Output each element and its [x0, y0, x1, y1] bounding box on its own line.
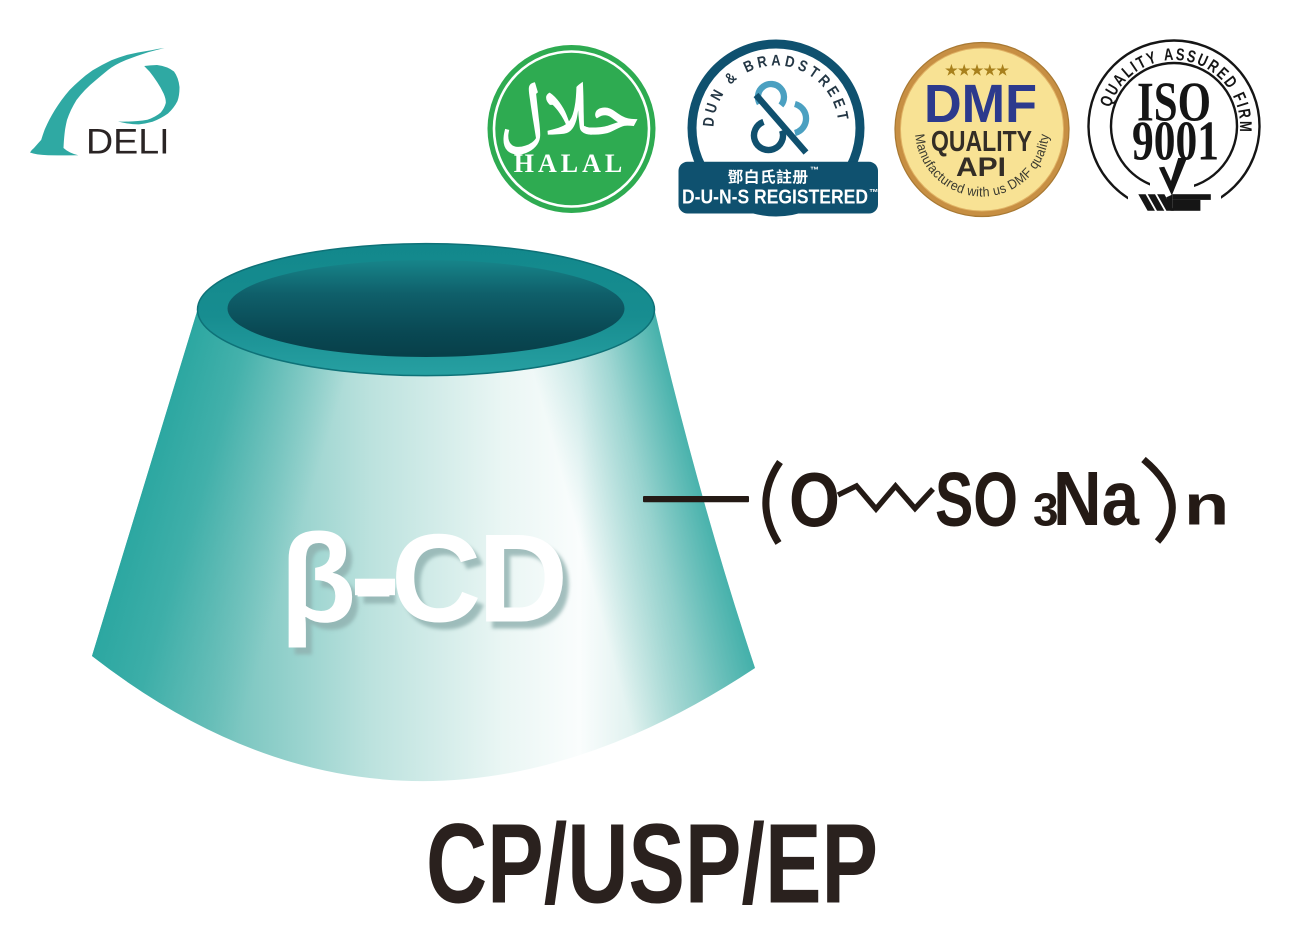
svg-text:SO: SO: [935, 457, 1018, 543]
svg-text:M: M: [1235, 121, 1254, 132]
svg-text:β-CD: β-CD: [280, 510, 572, 649]
svg-text:D: D: [700, 116, 718, 127]
svg-text:w: w: [965, 182, 978, 199]
svg-text:T: T: [832, 110, 851, 121]
svg-text:HALAL: HALAL: [514, 149, 626, 178]
svg-text:A: A: [771, 53, 780, 70]
svg-text:CP/USP/EP: CP/USP/EP: [426, 800, 878, 926]
svg-text:d: d: [955, 180, 967, 197]
svg-text:β-CD: β-CD: [286, 517, 578, 656]
svg-text:3: 3: [1033, 484, 1059, 536]
svg-text:D-U-N-S REGISTERED: D-U-N-S REGISTERED: [682, 186, 868, 208]
svg-text:M: M: [912, 133, 929, 146]
svg-text:y: y: [1036, 133, 1052, 142]
svg-text:S: S: [1175, 45, 1185, 65]
svg-text:i: i: [976, 184, 980, 200]
svg-text:n: n: [1184, 474, 1229, 538]
svg-text:R: R: [1234, 107, 1254, 120]
svg-text:t: t: [1035, 138, 1051, 145]
svg-text:D: D: [783, 53, 796, 72]
svg-text:Na: Na: [1053, 456, 1140, 542]
svg-text:9001: 9001: [1132, 111, 1219, 173]
svg-text:l: l: [1034, 144, 1050, 151]
svg-text:u: u: [991, 182, 1001, 199]
svg-text:I: I: [1232, 100, 1251, 109]
svg-text:a: a: [914, 142, 931, 154]
svg-text:A: A: [1163, 45, 1174, 65]
svg-text:O: O: [789, 458, 840, 544]
svg-text:QUALITY: QUALITY: [931, 126, 1032, 158]
svg-text:h: h: [982, 184, 990, 200]
svg-text:f: f: [923, 158, 938, 170]
svg-text:DMF: DMF: [924, 74, 1037, 134]
svg-text:R: R: [756, 53, 769, 72]
svg-text:s: s: [997, 180, 1008, 197]
svg-text:ISO: ISO: [1137, 72, 1211, 134]
svg-text:™: ™: [810, 165, 819, 175]
svg-text:API: API: [956, 152, 1006, 182]
svg-text:t: t: [979, 184, 983, 200]
svg-text:i: i: [1034, 142, 1050, 149]
svg-text:DELI: DELI: [86, 122, 170, 161]
svg-text:™: ™: [869, 188, 879, 199]
